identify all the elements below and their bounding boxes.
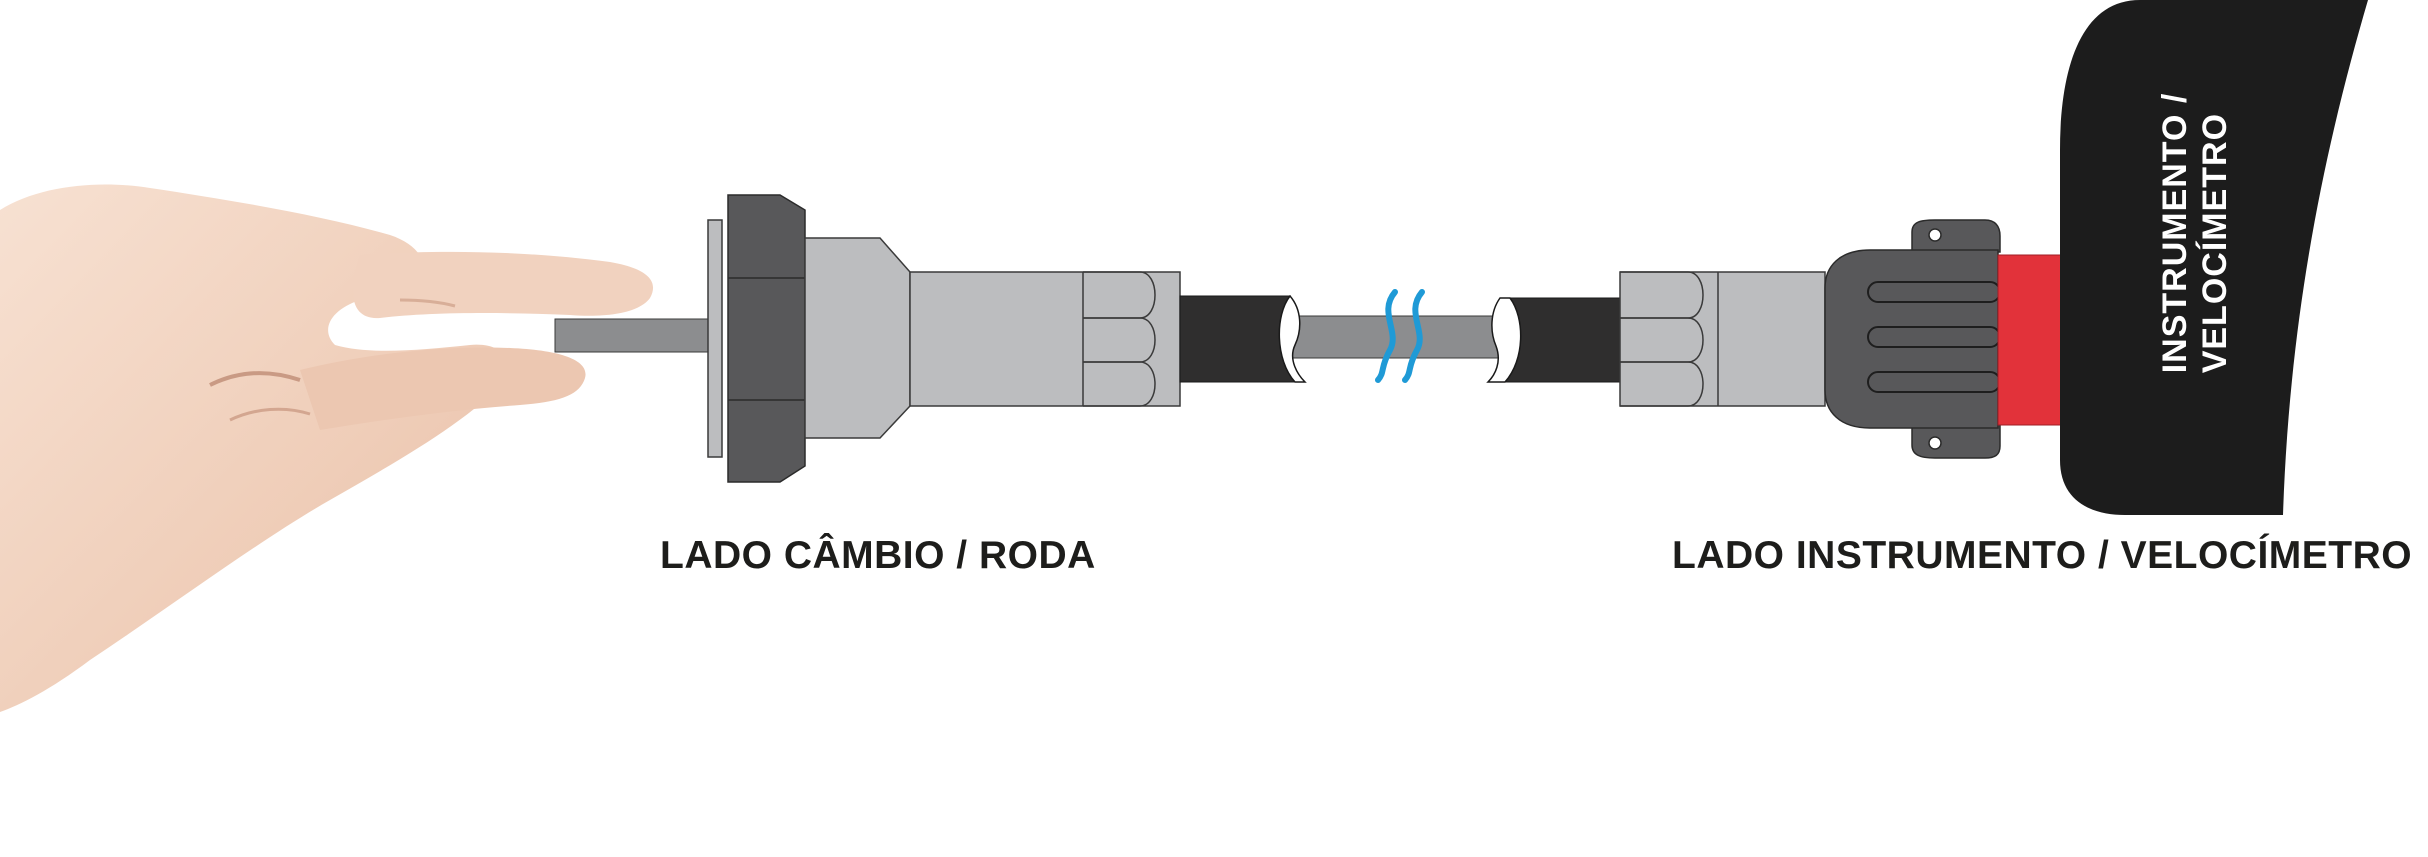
ferrule-sleeve: [909, 271, 1181, 407]
instrument-body-label-line1: INSTRUMENTO /: [2156, 92, 2194, 374]
inner-shaft-middle: [1281, 315, 1523, 359]
instrument-body: [2060, 0, 2368, 515]
red-collar: [1997, 254, 2064, 426]
ferrule-sleeve-right: [1619, 271, 1826, 407]
ferrule-cone: [804, 237, 911, 439]
hex-nut: [727, 194, 806, 483]
instrument-side-connector: [1619, 219, 2064, 459]
flange-top-tab: [1911, 219, 2001, 253]
hand-illustration: [0, 184, 654, 712]
instrument-speedometer-side-label: LADO INSTRUMENTO / VELOCÍMETRO: [1672, 534, 2413, 577]
break-mark-left: [1375, 289, 1398, 383]
gearbox-side-connector: [707, 194, 1181, 483]
instrument-body-label-line2: VELOCÍMETRO: [2196, 112, 2234, 374]
cable-sheath-right: [1503, 297, 1621, 383]
gearbox-wheel-side-label: LADO CÂMBIO / RODA: [660, 534, 1096, 577]
mounting-hole-bottom: [1928, 436, 1942, 450]
inner-shaft-left-tip: [554, 318, 716, 353]
mounting-hole-top: [1928, 228, 1942, 242]
break-mark-right: [1402, 289, 1425, 383]
instrument-body-label: INSTRUMENTO / VELOCÍMETRO: [2155, 93, 2235, 374]
washer: [707, 219, 723, 458]
cable-sheath-left: [1179, 295, 1297, 383]
